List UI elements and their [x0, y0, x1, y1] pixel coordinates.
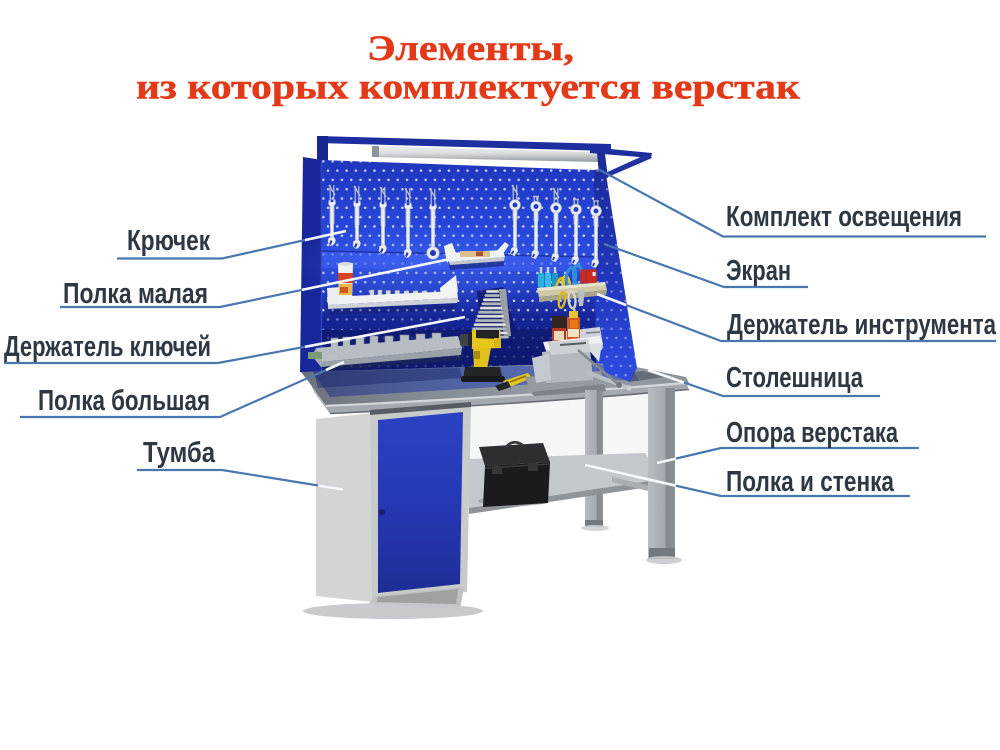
svg-text:из которых комплектуется верст: из которых комплектуется верстак — [136, 67, 800, 107]
svg-text:Держатель ключей: Держатель ключей — [4, 331, 211, 363]
svg-text:Столешница: Столешница — [726, 362, 864, 394]
svg-text:Комплект освещения: Комплект освещения — [726, 201, 962, 233]
svg-text:Полка и стенка: Полка и стенка — [726, 466, 895, 498]
svg-text:Полка малая: Полка малая — [63, 278, 208, 310]
svg-text:Элементы,: Элементы, — [367, 28, 574, 68]
svg-text:Экран: Экран — [726, 255, 791, 287]
svg-text:Крючек: Крючек — [127, 225, 211, 257]
svg-text:Держатель инструмента: Держатель инструмента — [727, 309, 997, 341]
svg-text:Опора верстака: Опора верстака — [726, 417, 899, 449]
svg-text:Полка большая: Полка большая — [38, 385, 210, 417]
svg-text:Тумба: Тумба — [143, 437, 216, 469]
